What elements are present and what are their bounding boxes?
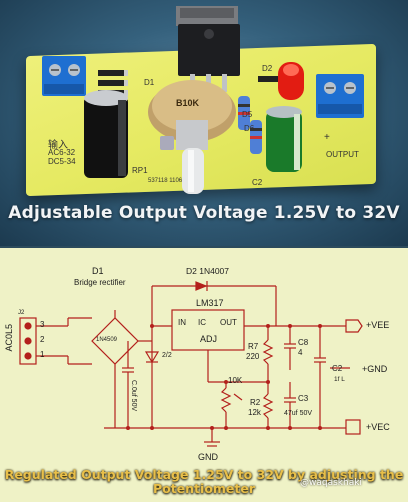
heatsink bbox=[176, 6, 240, 92]
output-terminal bbox=[316, 74, 364, 118]
label-egnd: +GND bbox=[362, 364, 388, 374]
photo-title: Adjustable Output Voltage 1.25V to 32V bbox=[8, 203, 400, 223]
label-r7-val: 220 bbox=[246, 352, 260, 361]
silk-d5: D5 bbox=[242, 110, 253, 119]
label-bridge-part: 1N4509 bbox=[96, 337, 118, 343]
label-adj: ADJ bbox=[200, 334, 218, 344]
label-c3: C3 bbox=[298, 394, 309, 403]
label-c3-val: 47uf 50V bbox=[284, 410, 313, 417]
label-vee: +VEE bbox=[366, 320, 390, 330]
label-c2-val: 1f L bbox=[334, 376, 345, 383]
product-photo: D1 D2 D5 D6 C2 RP1 B10K OUTPUT + 输入 AC6-… bbox=[0, 0, 408, 246]
watermark: @waqaskhaki bbox=[300, 478, 362, 488]
schematic-diagram bbox=[19, 281, 363, 447]
resistors bbox=[238, 96, 262, 154]
label-j2: J2 bbox=[18, 310, 25, 316]
silk-d2: D2 bbox=[262, 64, 273, 73]
label-pin2: 2 bbox=[40, 335, 45, 344]
silk-dc: DC5-34 bbox=[48, 157, 76, 166]
label-gnd: GND bbox=[198, 452, 218, 462]
silk-rp1: RP1 bbox=[132, 166, 148, 175]
input-terminal bbox=[42, 56, 86, 96]
silk-code: 537118 1106 bbox=[148, 178, 183, 184]
silk-d6: D6 bbox=[244, 124, 255, 133]
label-c4-val: 2/2 bbox=[162, 352, 172, 359]
pcb-components bbox=[42, 6, 364, 194]
label-d2: D2 1N4007 bbox=[186, 266, 230, 276]
silk-input-cn: 输入 bbox=[48, 140, 68, 151]
schematic-junctions bbox=[126, 324, 322, 430]
silk-pot: B10K bbox=[176, 98, 200, 108]
schematic-labels: D1 Bridge rectifier 1N4509 D2 1N4007 LM3… bbox=[0, 248, 408, 502]
label-c8: C8 bbox=[298, 338, 309, 347]
caption-line-2: Potentiometer bbox=[152, 481, 256, 496]
silk-c2: C2 bbox=[252, 178, 263, 187]
silk-output: OUTPUT bbox=[326, 150, 359, 159]
silk-ac: AC6-32 bbox=[48, 148, 76, 157]
caption-line-1: Regulated Output Voltage 1.25V to 32V by… bbox=[4, 467, 404, 482]
label-pin1: 1 bbox=[40, 350, 45, 359]
label-c1-val: C.0uf 50V bbox=[130, 380, 137, 412]
label-c2: C2 bbox=[332, 364, 343, 373]
label-r7: R7 bbox=[248, 342, 259, 351]
label-pin-in: IN bbox=[178, 318, 186, 327]
silk-d1: D1 bbox=[144, 78, 155, 87]
label-ac: AC0L5 bbox=[4, 324, 14, 352]
label-pin3: 3 bbox=[40, 320, 45, 329]
silk-plus: + bbox=[324, 132, 330, 143]
label-vec: +VEC bbox=[366, 422, 390, 432]
schematic-caption: Regulated Output Voltage 1.25V to 32V by… bbox=[0, 468, 408, 496]
label-c8-val: 4 bbox=[298, 348, 303, 357]
capacitor-small bbox=[266, 106, 302, 172]
label-d1: D1 bbox=[92, 266, 104, 276]
label-r2: R2 bbox=[250, 398, 261, 407]
label-bridge: Bridge rectifier bbox=[74, 278, 126, 287]
schematic-panel: D1 Bridge rectifier 1N4509 D2 1N4007 LM3… bbox=[0, 246, 408, 502]
schematic-wires bbox=[19, 281, 363, 447]
potentiometer bbox=[148, 80, 236, 194]
label-ic: LM317 bbox=[196, 298, 224, 308]
label-r2-val: 12k bbox=[248, 408, 261, 417]
capacitor-large bbox=[84, 90, 128, 178]
label-pin-out: OUT bbox=[220, 318, 237, 327]
label-pot: 10K bbox=[228, 376, 243, 385]
label-pin-ic: IC bbox=[198, 318, 206, 327]
led-red bbox=[278, 62, 304, 100]
